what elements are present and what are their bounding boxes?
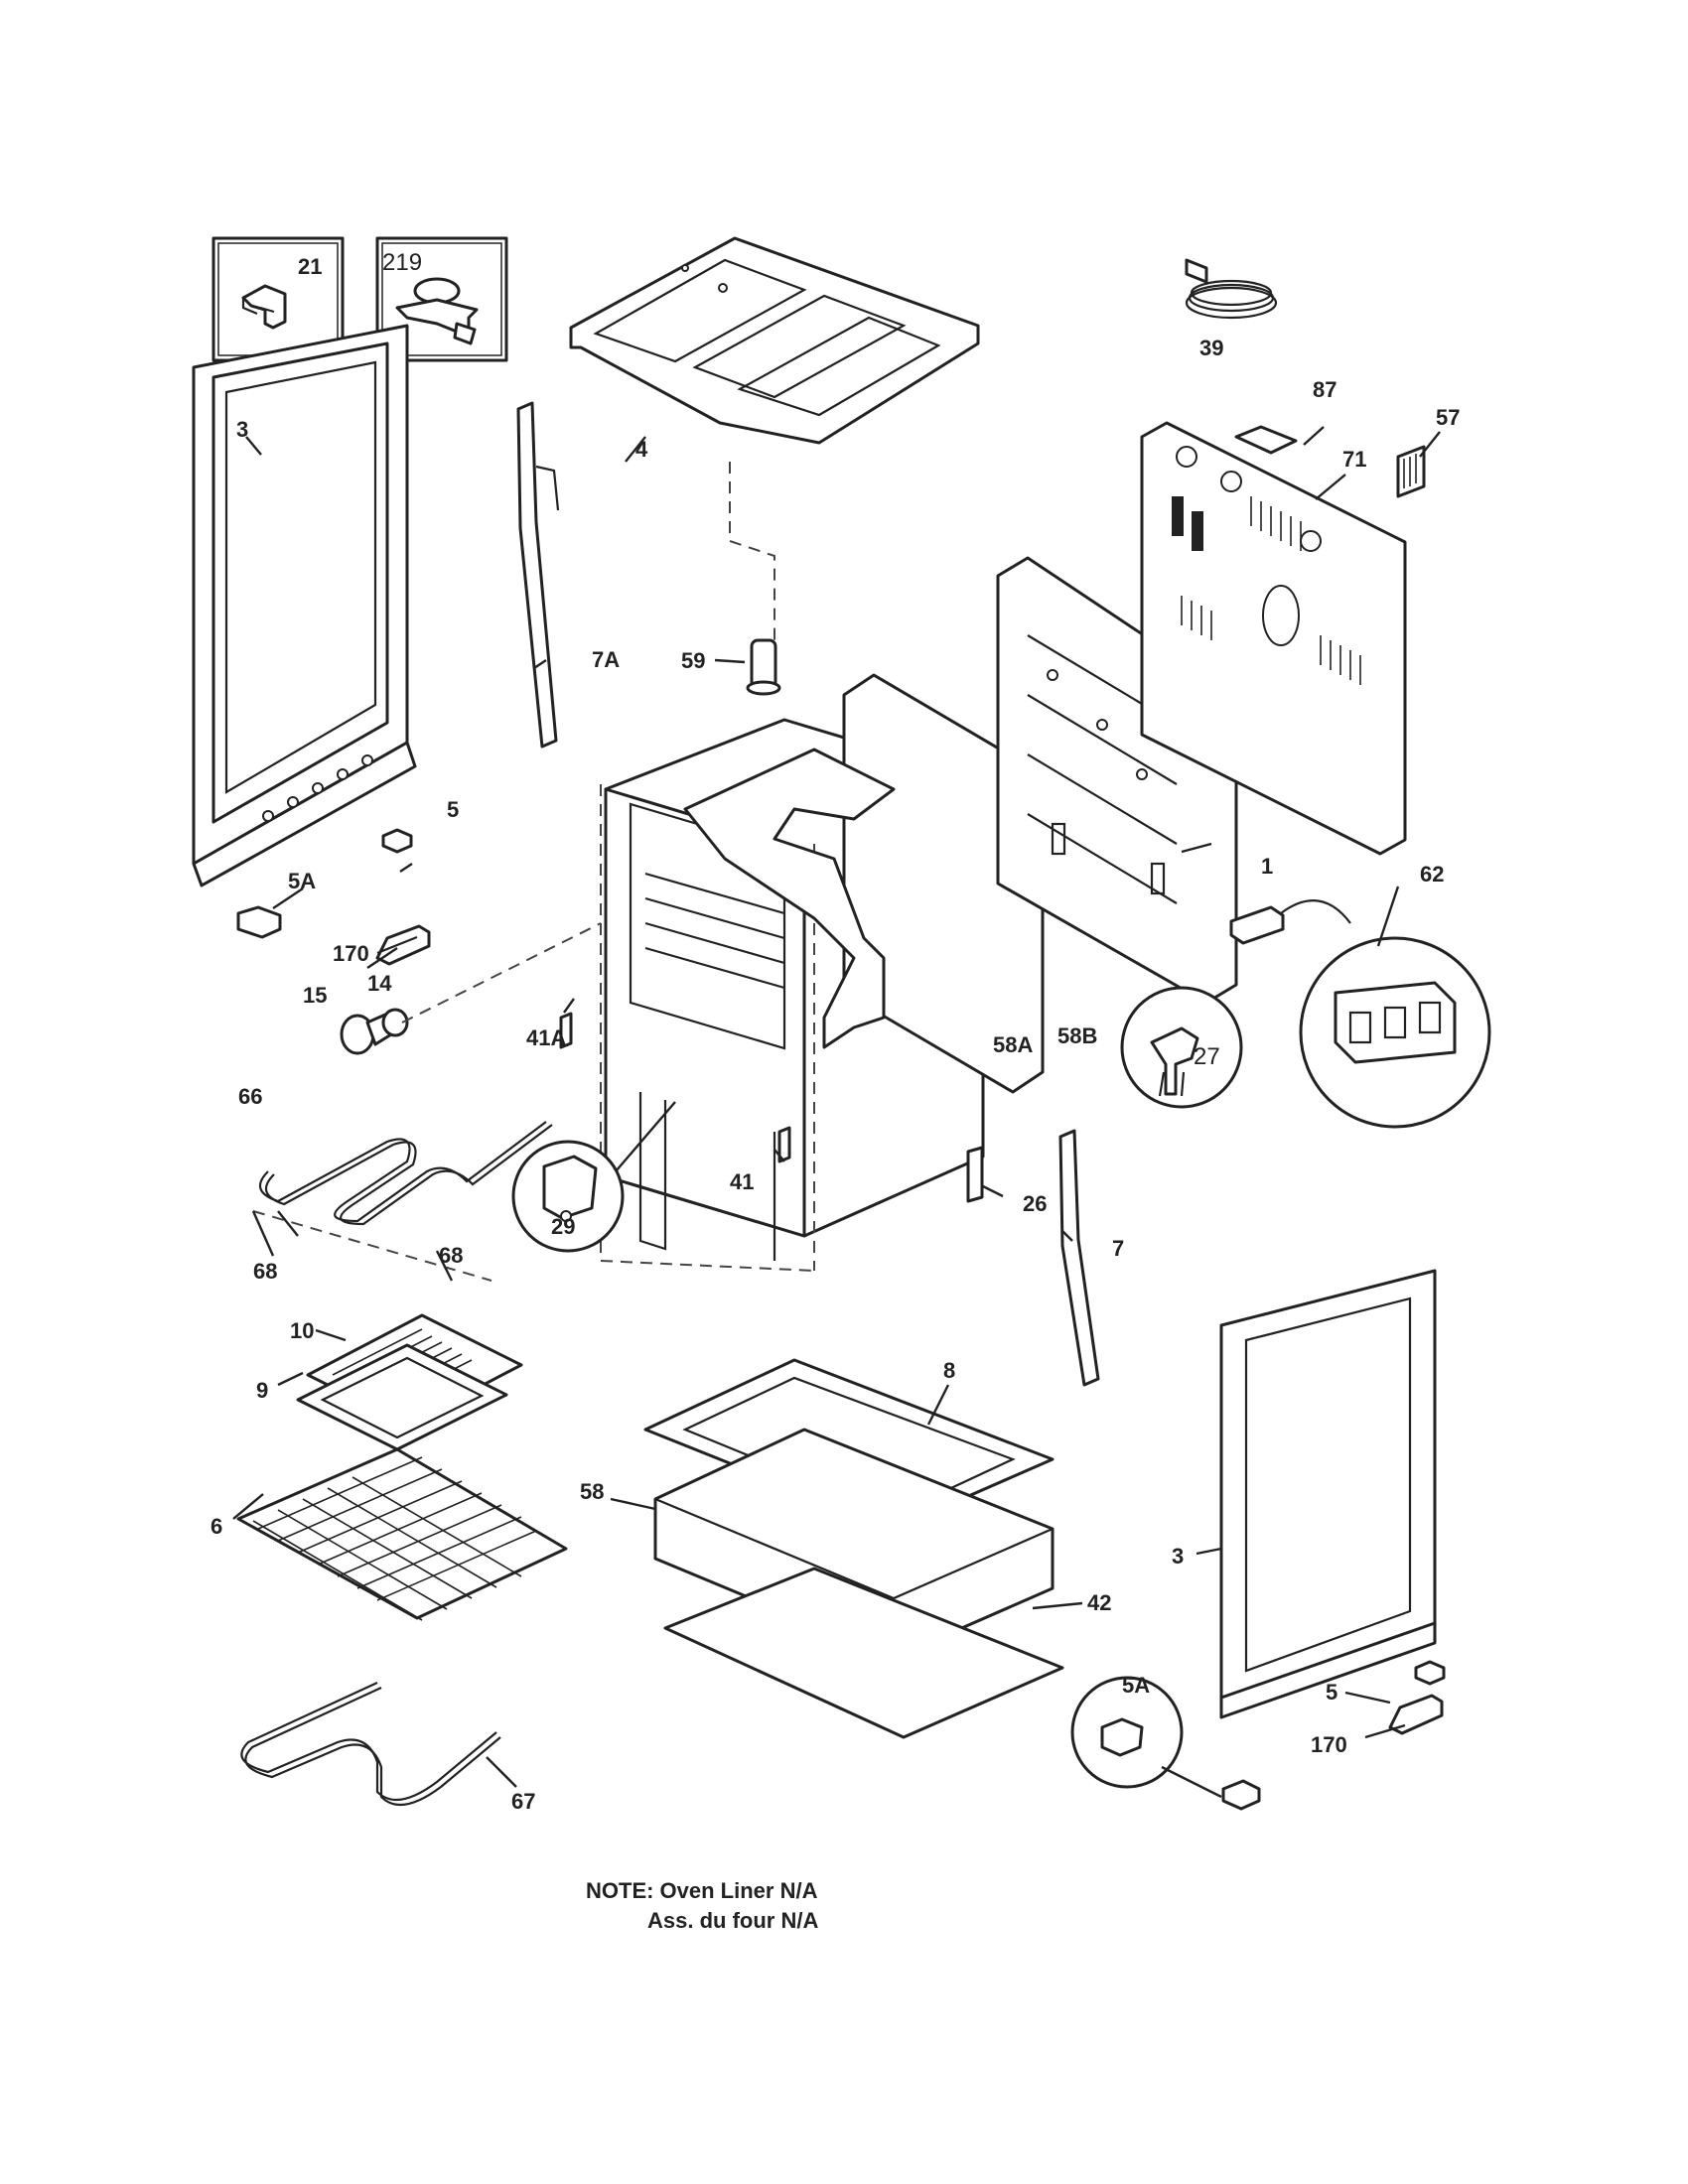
callout-4: 4 bbox=[635, 437, 648, 462]
bracket-41A bbox=[559, 1012, 573, 1049]
callout-3-right: 3 bbox=[1172, 1544, 1184, 1569]
right-side-bracket bbox=[1058, 1129, 1100, 1387]
top-panel bbox=[569, 236, 980, 445]
callout-7: 7 bbox=[1112, 1236, 1124, 1261]
note-block: NOTE: Oven Liner N/A Ass. du four N/A bbox=[586, 1878, 818, 1933]
callout-42: 42 bbox=[1087, 1590, 1111, 1615]
callout-170-right: 170 bbox=[1311, 1732, 1347, 1757]
small-cover-87 bbox=[1234, 425, 1298, 455]
storage-drawer bbox=[643, 1358, 1064, 1739]
light-bulb-parts bbox=[340, 1008, 409, 1055]
callout-5-right: 5 bbox=[1326, 1680, 1337, 1705]
back-cover-panel bbox=[1140, 421, 1407, 856]
callout-71: 71 bbox=[1342, 447, 1366, 472]
callout-67: 67 bbox=[511, 1789, 535, 1814]
inset-box-219 bbox=[375, 236, 508, 362]
callout-8: 8 bbox=[943, 1358, 955, 1383]
callout-66: 66 bbox=[238, 1084, 262, 1109]
power-cord bbox=[1185, 258, 1278, 320]
oven-rack bbox=[236, 1447, 568, 1621]
left-oven-door bbox=[192, 324, 417, 887]
callout-58: 58 bbox=[580, 1479, 604, 1504]
callout-41A: 41A bbox=[526, 1025, 566, 1050]
left-side-bracket bbox=[516, 401, 560, 749]
broil-element bbox=[252, 1121, 553, 1282]
callout-68-left: 68 bbox=[253, 1259, 277, 1284]
callout-219: 219 bbox=[382, 249, 422, 276]
vent-cover-57 bbox=[1396, 445, 1426, 498]
note-line-1: NOTE: Oven Liner N/A bbox=[586, 1878, 818, 1903]
callout-1: 1 bbox=[1261, 854, 1273, 879]
callout-41: 41 bbox=[730, 1169, 754, 1194]
detail-27 bbox=[1120, 986, 1243, 1109]
callout-59: 59 bbox=[681, 648, 705, 673]
callout-58A: 58A bbox=[993, 1032, 1033, 1057]
callout-10: 10 bbox=[290, 1318, 314, 1343]
spacer-59 bbox=[746, 638, 781, 696]
callout-57: 57 bbox=[1436, 405, 1460, 430]
insulation-blankets bbox=[683, 673, 1045, 1094]
callout-14: 14 bbox=[367, 971, 392, 996]
leader-lines bbox=[232, 426, 1441, 1799]
right-oven-door bbox=[1219, 1269, 1437, 1719]
callout-58B: 58B bbox=[1057, 1024, 1097, 1048]
callout-62: 62 bbox=[1420, 862, 1444, 887]
bracket-41 bbox=[777, 1126, 791, 1163]
callout-5-left: 5 bbox=[447, 797, 459, 822]
right-hinge-parts bbox=[1070, 1660, 1446, 1811]
callout-29: 29 bbox=[551, 1214, 575, 1239]
callout-87: 87 bbox=[1313, 377, 1336, 402]
callout-170-left: 170 bbox=[333, 941, 369, 966]
note-line-2: Ass. du four N/A bbox=[647, 1908, 818, 1933]
callout-21: 21 bbox=[298, 254, 322, 279]
callout-6: 6 bbox=[211, 1514, 222, 1539]
callout-26: 26 bbox=[1023, 1191, 1047, 1216]
broiler-pan bbox=[296, 1313, 523, 1451]
terminal-block-62 bbox=[1229, 899, 1491, 1129]
callout-27: 27 bbox=[1194, 1043, 1220, 1070]
callout-labels: 21 219 3 4 39 87 57 71 7A 59 5 5A 170 15… bbox=[211, 249, 1460, 1814]
detail-29 bbox=[511, 1140, 625, 1253]
callout-9: 9 bbox=[256, 1378, 268, 1403]
callout-3-left: 3 bbox=[236, 417, 248, 442]
callout-5A-left: 5A bbox=[288, 869, 316, 893]
callout-68-right: 68 bbox=[439, 1243, 463, 1268]
callout-7A: 7A bbox=[592, 647, 620, 672]
callout-5A-right: 5A bbox=[1122, 1673, 1150, 1698]
callout-15: 15 bbox=[303, 983, 327, 1008]
inset-box-21 bbox=[211, 236, 345, 362]
bake-element bbox=[240, 1682, 501, 1807]
callout-39: 39 bbox=[1199, 336, 1223, 360]
bracket-26 bbox=[966, 1146, 984, 1203]
left-hinge-parts bbox=[236, 828, 431, 966]
